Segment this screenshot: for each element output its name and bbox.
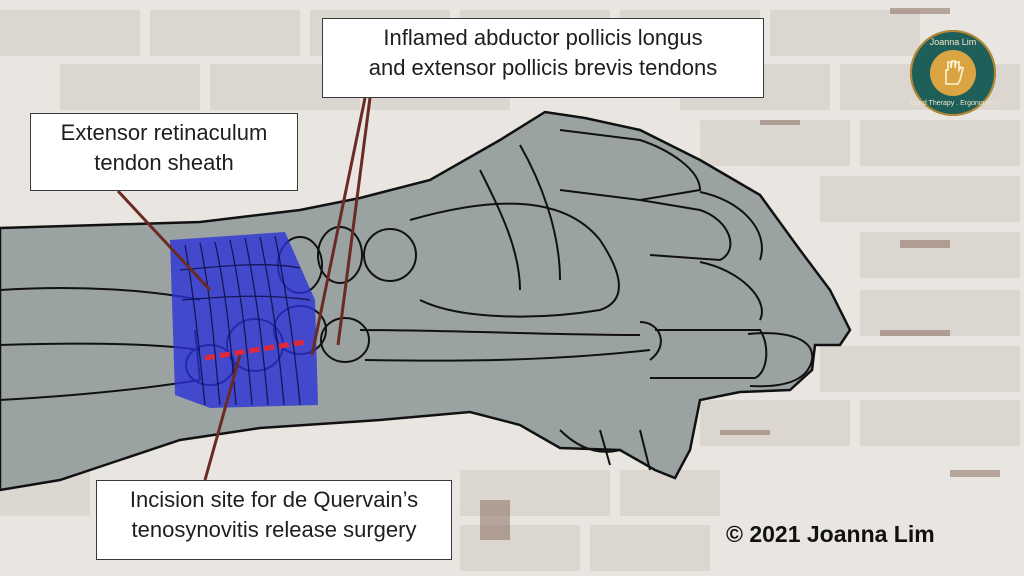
brand-logo: Joanna Lim Hand Therapy . Ergonomics (910, 30, 998, 116)
leader-line-retinaculum (116, 189, 212, 292)
label-incision-site: Incision site for de Quervain’s tenosyno… (96, 480, 452, 560)
label-inflamed-tendons: Inflamed abductor pollicis longus and ex… (322, 18, 764, 98)
label-line: and extensor pollicis brevis tendons (368, 55, 718, 80)
label-line: tenosynovitis release surgery (131, 517, 417, 542)
hand-icon (930, 50, 976, 96)
leader-lines (116, 97, 372, 481)
hand-icon-graphic (945, 60, 964, 85)
extensor-retinaculum-band (170, 232, 318, 408)
leader-line-tendon-1 (310, 97, 367, 356)
leader-line-tendon-2 (336, 97, 372, 346)
logo-subtitle: Hand Therapy . Ergonomics (910, 100, 998, 107)
incision-line (204, 339, 306, 361)
label-line: Inflamed abductor pollicis longus (383, 25, 703, 50)
label-line: tendon sheath (94, 150, 234, 175)
label-line: Extensor retinaculum (60, 120, 268, 145)
label-extensor-retinaculum: Extensor retinaculum tendon sheath (30, 113, 298, 191)
label-line: Incision site for de Quervain’s (129, 487, 419, 512)
leader-line-incision (203, 354, 242, 481)
logo-name: Joanna Lim (929, 37, 977, 47)
copyright-notice: © 2021 Joanna Lim (726, 521, 935, 547)
